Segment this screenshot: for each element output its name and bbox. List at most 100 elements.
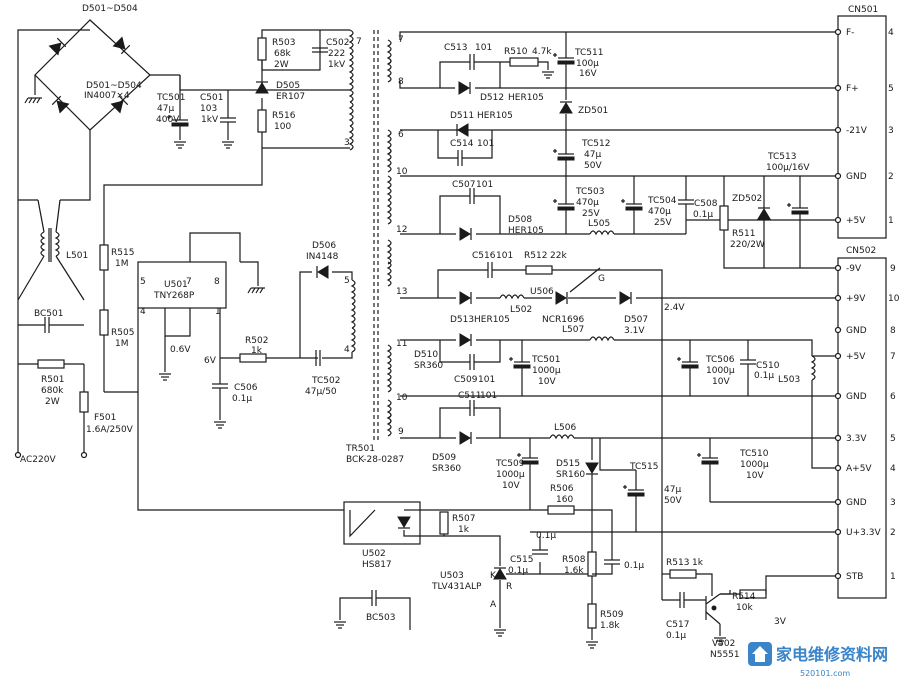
c510-name: C510 <box>756 361 780 371</box>
u502-part: HS817 <box>362 560 392 570</box>
cn501-title: CN501 <box>848 5 878 15</box>
cn501-pin-num: 1 <box>888 216 894 226</box>
c515-value: 0.1μ <box>508 566 528 576</box>
l502-label: L502 <box>510 305 532 315</box>
bridge-value: IN4007×4 <box>84 91 130 101</box>
standby-section <box>662 569 838 645</box>
cn502-pin-num: 10 <box>888 294 900 304</box>
cn502-pin-label: GND <box>846 326 867 336</box>
ac-input-label: AC220V <box>20 455 56 465</box>
feedback-section <box>333 501 621 649</box>
v502-part: N5551 <box>710 650 740 660</box>
sec-pin-11: 11 <box>396 339 407 349</box>
cn501-pin-num: 5 <box>888 84 894 94</box>
plus5v-cn502-section <box>400 333 838 469</box>
cn501-pin-label: GND <box>846 172 867 182</box>
r506-name: R506 <box>550 484 574 494</box>
r514-name: R514 <box>732 592 756 602</box>
tr-pin-3: 3 <box>344 138 350 148</box>
tc502-name: TC502 <box>311 376 340 386</box>
tc511-name: TC511 <box>574 48 603 58</box>
tr501-name: TR501 <box>345 444 375 454</box>
tc501-name: TC501 <box>156 93 185 103</box>
c502-name: C502 <box>326 38 349 48</box>
c517-value: 0.1μ <box>666 631 686 641</box>
tc515-voltage: 50V <box>664 496 682 506</box>
u502-name: U502 <box>362 549 386 559</box>
d513-value: HER105 <box>474 315 510 325</box>
tc512-name: TC512 <box>581 139 610 149</box>
c513-name: C513 <box>444 43 467 53</box>
r503-value: 68k <box>274 49 291 59</box>
c517-name: C517 <box>666 620 689 630</box>
cn501-pin-num: 3 <box>888 126 894 136</box>
u506-name: U506 <box>530 287 554 297</box>
cn501-pin-num: 2 <box>888 172 894 182</box>
fuse-name: F501 <box>94 413 116 423</box>
c510-value: 0.1μ <box>754 371 774 381</box>
r512-value: 22k <box>550 251 567 261</box>
r501-value: 680k <box>41 386 64 396</box>
r511-name: R511 <box>732 229 755 239</box>
c516-value: 101 <box>496 251 513 261</box>
u501-pin-1: 1 <box>215 307 221 317</box>
cn502-title: CN502 <box>846 246 876 256</box>
hv-bus <box>103 29 354 245</box>
tc504-voltage: 25V <box>654 218 672 228</box>
tc515-label: TC515 <box>629 462 658 472</box>
d512-value: HER105 <box>508 93 544 103</box>
c507-name: C507 <box>452 180 475 190</box>
cn502-pin-label: +5V <box>846 352 866 362</box>
transformer-tr501 <box>373 30 379 440</box>
fuse-value: 1.6A/250V <box>86 425 134 435</box>
cn502-pin-label: GND <box>846 498 867 508</box>
d507-name: D507 <box>624 315 648 325</box>
l501-label: L501 <box>66 251 88 261</box>
cn502-pin-num: 4 <box>890 464 896 474</box>
tr-pin-4: 4 <box>344 345 350 355</box>
tc501-value: 47μ <box>157 104 174 114</box>
secondary-windings <box>387 39 392 437</box>
cn502-pin-num: 9 <box>890 264 896 274</box>
tc506-value: 1000μ <box>706 366 735 376</box>
plus9v-section <box>400 261 838 600</box>
c-01b-label: 0.1μ <box>624 561 644 571</box>
cn502-pin-num: 3 <box>890 498 896 508</box>
tc511-value: 100μ <box>576 59 599 69</box>
tc510-name: TC510 <box>739 449 769 459</box>
sec-pin-7: 7 <box>398 35 404 45</box>
c508-name: C508 <box>694 199 718 209</box>
tc509-name: TC509 <box>495 459 525 469</box>
sec-pin-10b: 10 <box>396 393 408 403</box>
tc504-value: 470μ <box>648 207 671 217</box>
tr-pin-7: 7 <box>356 37 362 47</box>
r505-value: 1M <box>115 339 129 349</box>
tc511-voltage: 16V <box>579 69 597 79</box>
cn502-pin-num: 2 <box>890 528 896 538</box>
c509-value: 101 <box>478 375 495 385</box>
c509-name: C509 <box>454 375 478 385</box>
r514-value: 10k <box>736 603 753 613</box>
r515-name: R515 <box>111 248 134 258</box>
d515-name: D515 <box>556 459 580 469</box>
u501-pin-5: 5 <box>140 277 146 287</box>
bridge-label-text: D501~D504 <box>86 81 142 91</box>
d515-value: SR160 <box>556 470 585 480</box>
l507-label: L507 <box>562 325 584 335</box>
c502-value: 222 <box>328 49 345 59</box>
c511-value: 101 <box>480 391 497 401</box>
cn502-pin-num: 8 <box>890 326 896 336</box>
d506-name: D506 <box>312 241 336 251</box>
d510-name: D510 <box>414 350 438 360</box>
v6-label: 6V <box>204 356 217 366</box>
l505-label: L505 <box>588 219 610 229</box>
watermark-url: 520101.com <box>800 669 850 678</box>
neg21v-section <box>400 123 838 176</box>
c515-name: C515 <box>510 555 533 565</box>
tc515-value: 47μ <box>664 485 681 495</box>
tc503-voltage: 25V <box>582 209 600 219</box>
c507-value: 101 <box>476 180 493 190</box>
r502-name: R502 <box>245 336 268 346</box>
r502-value: 1k <box>251 346 263 356</box>
